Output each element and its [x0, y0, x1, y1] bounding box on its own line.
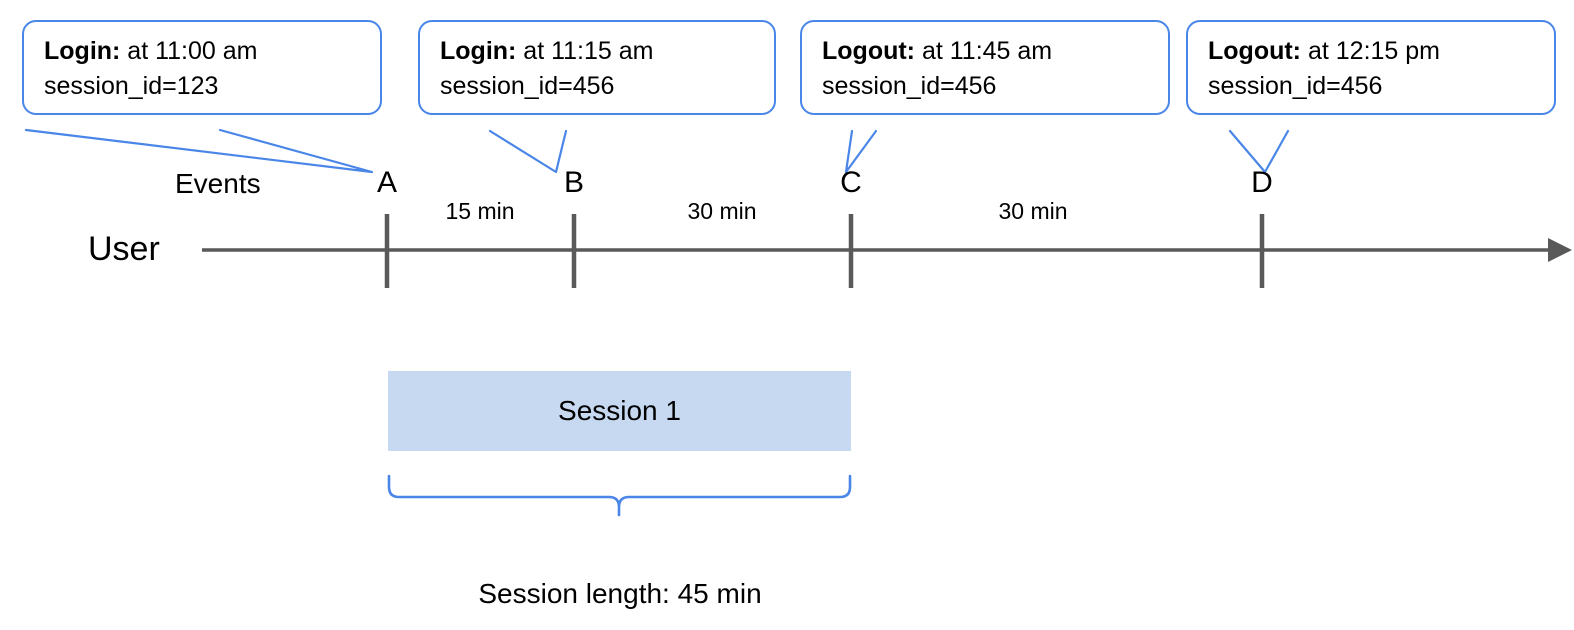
interval-label-bc: 30 min	[687, 198, 757, 224]
callout-b-session: session_id=456	[440, 71, 615, 100]
callout-event-b: Login: at 11:15 am session_id=456	[418, 20, 776, 115]
tick-letter-c: C	[840, 166, 862, 199]
callout-d-time: at 12:15 pm	[1301, 37, 1440, 65]
tick-letter-a: A	[376, 166, 397, 199]
callout-c-session: session_id=456	[822, 71, 997, 100]
tick-letter-b: B	[563, 166, 584, 199]
events-row-label: Events	[175, 168, 261, 199]
interval-label-cd: 30 min	[998, 198, 1068, 224]
session-brace	[387, 474, 852, 517]
user-row-label: User	[88, 230, 160, 268]
session-length-label: Session length: 45 min	[478, 578, 762, 609]
callout-event-c: Logout: at 11:45 am session_id=456	[800, 20, 1170, 115]
timeline-arrowhead	[1548, 238, 1572, 262]
callout-b-time: at 11:15 am	[516, 37, 654, 65]
callout-event-d: Logout: at 12:15 pm session_id=456	[1186, 20, 1556, 115]
callout-d-session: session_id=456	[1208, 71, 1383, 100]
callout-c-time: at 11:45 am	[915, 37, 1053, 65]
interval-label-ab: 15 min	[445, 198, 515, 224]
callout-a-time: at 11:00 am	[120, 37, 258, 65]
callout-d-label: Logout:	[1208, 37, 1302, 65]
tick-letter-d: D	[1251, 166, 1273, 199]
callout-c-label: Logout:	[822, 37, 916, 65]
callout-b-label: Login:	[440, 37, 517, 65]
callout-a-label: Login:	[44, 37, 121, 65]
callout-a-session: session_id=123	[44, 71, 219, 100]
session-bar: Session 1	[388, 371, 851, 451]
session-bar-label: Session 1	[558, 395, 681, 426]
callout-event-a: Login: at 11:00 am session_id=123	[22, 20, 382, 115]
callout-tail-a	[24, 128, 374, 174]
